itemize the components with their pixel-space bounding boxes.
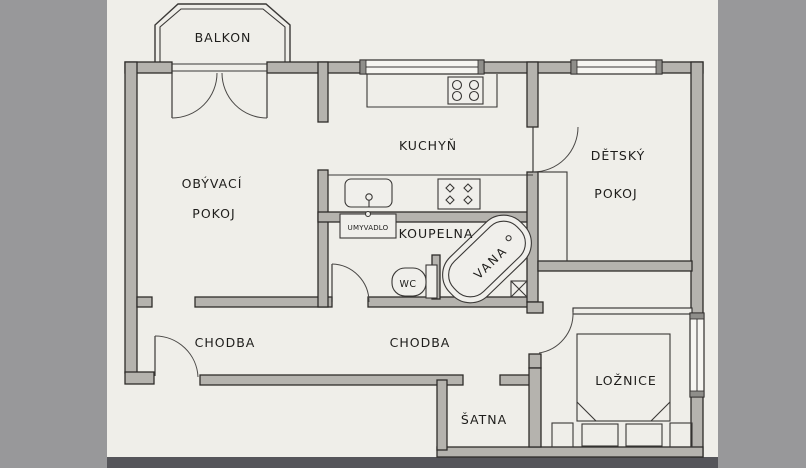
kitchen-sink-icon — [344, 178, 393, 208]
label-umyvadlo: UMYVADLO — [348, 224, 389, 232]
label-loznice: LOŽNICE — [595, 373, 657, 388]
label-koupelna: KOUPELNA — [399, 226, 474, 241]
childrens-room-window — [570, 59, 663, 75]
label-chodba-mid: CHODBA — [390, 335, 451, 350]
wardrobe-icon — [537, 171, 568, 262]
bathtub-icon — [442, 214, 532, 304]
kitchen-window — [359, 59, 485, 75]
label-balkon: BALKON — [195, 30, 252, 45]
label-detsky-pokoj-1: DĚTSKÝ — [591, 148, 645, 163]
double-bed-icon — [551, 333, 693, 448]
label-chodba-left: CHODBA — [195, 335, 256, 350]
hob-4-burner-icon — [437, 178, 481, 210]
balcony-outline — [154, 3, 291, 62]
label-detsky-pokoj-2: POKOJ — [594, 186, 637, 201]
label-kuchyn: KUCHYŇ — [399, 138, 457, 153]
childrens-room-door — [532, 126, 579, 173]
label-satna: ŠATNA — [461, 412, 507, 427]
floor-drain-icon — [510, 280, 528, 298]
label-obyvaci-pokoj-1: OBÝVACÍ — [182, 176, 243, 191]
label-obyvaci-pokoj-2: POKOJ — [192, 206, 235, 221]
balcony-door-sill — [172, 63, 267, 72]
paper-sheet — [107, 0, 718, 468]
bedroom-window — [689, 312, 705, 398]
stove-4-burner-icon — [447, 76, 484, 105]
toilet-icon — [391, 264, 438, 299]
kitchen-counter-top — [366, 74, 498, 108]
paper-bottom-edge — [107, 457, 718, 468]
entry-door — [154, 335, 199, 378]
balcony-double-door — [171, 72, 268, 119]
walls — [124, 61, 704, 458]
washbasin-icon — [339, 210, 397, 239]
bathroom-door — [331, 263, 370, 303]
bedroom-door — [538, 311, 574, 354]
label-wc: WC — [399, 279, 416, 290]
